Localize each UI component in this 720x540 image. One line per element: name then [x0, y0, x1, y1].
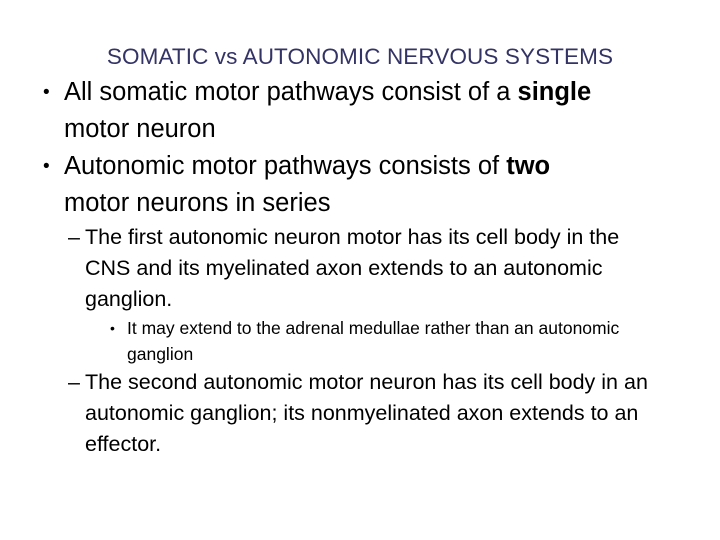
list-item: – The second autonomic motor neuron has … [68, 367, 653, 460]
page-title: SOMATIC vs AUTONOMIC NERVOUS SYSTEMS [106, 44, 614, 70]
list-item-text: All somatic motor pathways consist of a … [64, 74, 603, 148]
list-item: – The first autonomic neuron motor has i… [68, 222, 653, 315]
bullet-icon: • [43, 156, 50, 177]
list-item: • It may extend to the adrenal medullae … [110, 315, 655, 367]
list-item-text: Autonomic motor pathways consists of two… [64, 148, 603, 222]
list-item-text-part: motor neuron [64, 115, 216, 143]
list-item-text-part: Autonomic motor pathways consists of [64, 152, 507, 180]
list-item-text-emphasis: two [506, 152, 551, 180]
list-item-text-emphasis: single [517, 78, 592, 106]
bullet-icon: • [110, 320, 115, 336]
list-item-text: The second autonomic motor neuron has it… [85, 370, 648, 456]
slide-body-content: • All somatic motor pathways consist of … [0, 74, 720, 460]
dash-icon: – [68, 225, 80, 249]
list-item: • Autonomic motor pathways consists of t… [43, 148, 603, 222]
list-item: • All somatic motor pathways consist of … [43, 74, 603, 148]
list-item-text: The first autonomic neuron motor has its… [85, 225, 620, 311]
list-item-text: It may extend to the adrenal medullae ra… [127, 318, 620, 364]
bullet-icon: • [43, 82, 50, 103]
list-item-text-part: motor neurons in series [64, 189, 331, 217]
dash-icon: – [68, 370, 80, 394]
list-item-text-part: All somatic motor pathways consist of a [64, 78, 518, 106]
